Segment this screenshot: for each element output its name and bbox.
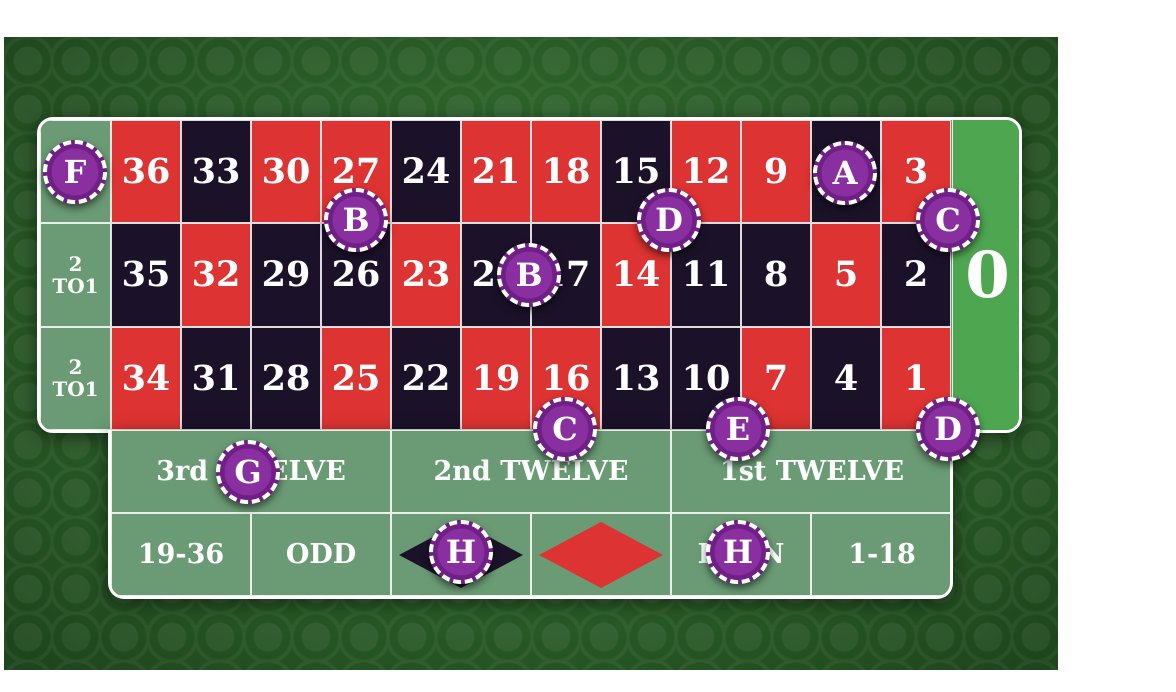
number-cell[interactable]: 30	[251, 120, 321, 224]
number-cell[interactable]: 18	[531, 120, 601, 224]
bet-chip[interactable]: D	[637, 188, 701, 252]
number-cell[interactable]: 36	[111, 120, 181, 224]
bet-odd[interactable]: ODD	[251, 513, 391, 596]
number-cell[interactable]: 25	[321, 326, 391, 430]
number-grid: 3633302724211815129632 TO135322926232017…	[37, 117, 1022, 433]
number-cell[interactable]: 22	[391, 326, 461, 430]
number-cell[interactable]: 29	[251, 223, 321, 327]
zero-cell[interactable]: 0	[952, 120, 1019, 430]
bet-label: 19-36	[137, 539, 225, 570]
number-cell[interactable]: 32	[181, 223, 251, 327]
bet-1-18[interactable]: 1-18	[811, 513, 950, 596]
bet-label: 1-18	[848, 539, 916, 570]
dozen-1st[interactable]: 1st TWELVE	[671, 430, 950, 513]
number-cell[interactable]: 21	[461, 120, 531, 224]
number-cell[interactable]: 9	[741, 120, 811, 224]
bet-red[interactable]	[531, 513, 671, 596]
number-cell[interactable]: 28	[251, 326, 321, 430]
dozen-label: 2nd TWELVE	[433, 456, 629, 487]
number-cell[interactable]: 33	[181, 120, 251, 224]
number-cell[interactable]: 17	[531, 223, 601, 327]
outside-bets: 3rd TWELVE 2nd TWELVE 1st TWELVE 19-36 O…	[108, 430, 953, 599]
dozen-2nd[interactable]: 2nd TWELVE	[391, 430, 671, 513]
column-bet-label[interactable]: 2 TO1	[40, 223, 111, 327]
bet-chip[interactable]: F	[43, 140, 107, 204]
number-cell[interactable]: 5	[811, 223, 881, 327]
bet-label: ODD	[285, 539, 357, 570]
number-cell[interactable]: 35	[111, 223, 181, 327]
number-cell[interactable]: 12	[671, 120, 741, 224]
number-cell[interactable]: 34	[111, 326, 181, 430]
bet-chip[interactable]: B	[497, 243, 561, 307]
bet-chip[interactable]: D	[916, 397, 980, 461]
number-cell[interactable]: 13	[601, 326, 671, 430]
number-cell[interactable]: 2	[881, 223, 951, 327]
bet-chip[interactable]: G	[216, 440, 280, 504]
bet-chip[interactable]: C	[533, 397, 597, 461]
number-cell[interactable]: 8	[741, 223, 811, 327]
column-bet-label[interactable]: 2 TO1	[40, 326, 111, 430]
bet-19-36[interactable]: 19-36	[111, 513, 251, 596]
number-cell[interactable]: 4	[811, 326, 881, 430]
bet-chip[interactable]: H	[429, 520, 493, 584]
number-cell[interactable]: 19	[461, 326, 531, 430]
bet-chip[interactable]: A	[813, 141, 877, 205]
number-cell[interactable]: 23	[391, 223, 461, 327]
number-cell[interactable]: 31	[181, 326, 251, 430]
bet-chip[interactable]: C	[916, 188, 980, 252]
dozen-label: 1st TWELVE	[719, 456, 905, 487]
bet-chip[interactable]: E	[706, 397, 770, 461]
bet-chip[interactable]: B	[324, 188, 388, 252]
bet-chip[interactable]: H	[706, 520, 770, 584]
number-cell[interactable]: 24	[391, 120, 461, 224]
red-diamond-icon	[539, 521, 663, 588]
